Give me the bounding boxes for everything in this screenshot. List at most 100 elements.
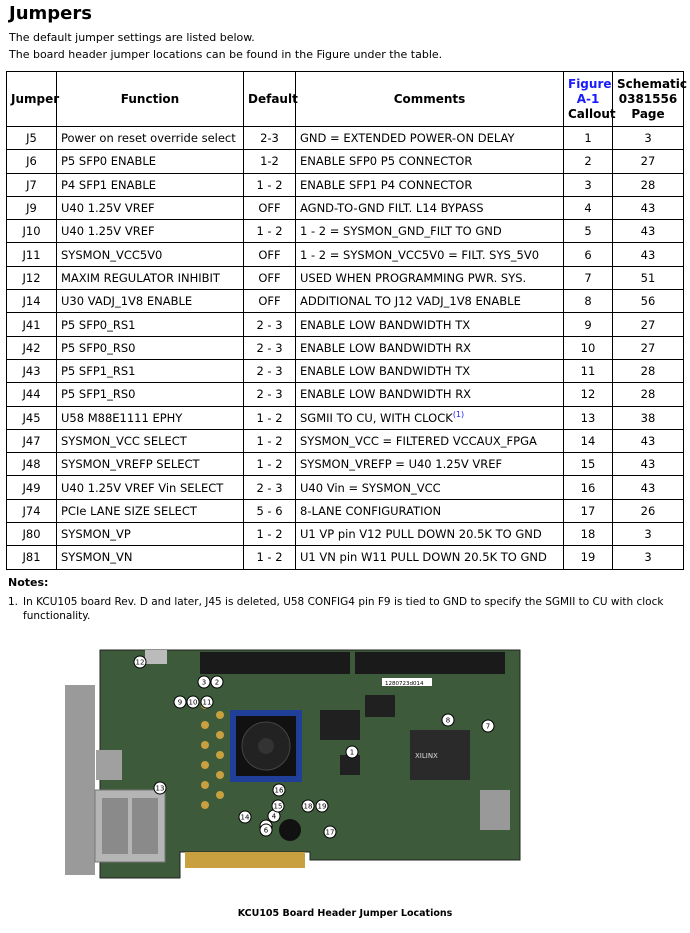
col-header-figure-callout[interactable]: Figure A-1 Callout [563, 71, 616, 127]
ethernet-jack [96, 750, 122, 780]
callout-number: 6 [264, 827, 269, 835]
cell-page: 3 [612, 125, 684, 151]
pcie-edge-connector [185, 852, 305, 868]
callout-marker [441, 713, 455, 727]
fmc-connector-1 [200, 652, 350, 674]
cell-callout: 13 [563, 405, 613, 430]
cell-default: OFF [243, 195, 296, 221]
cell-callout: 1 [563, 125, 613, 151]
figure-ref-line-1[interactable]: Figure [568, 76, 612, 91]
callout-marker [259, 823, 273, 837]
cell-page: 43 [612, 242, 684, 267]
table-header-row: Jumper Function Default Comments Figure … [6, 71, 688, 127]
col-header-comments: Comments [295, 71, 564, 127]
callout-marker [133, 655, 147, 669]
cell-callout: 14 [563, 428, 613, 454]
cell-default: OFF [243, 242, 296, 267]
callout-number: 10 [189, 699, 198, 707]
cell-callout: 10 [563, 335, 613, 360]
fan-hub [258, 738, 274, 754]
cell-function: P4 SFP1 ENABLE [56, 172, 244, 197]
note-item: 1. In KCU105 board Rev. D and later, J45… [8, 595, 684, 623]
callout-marker [323, 825, 337, 839]
cell-page: 28 [612, 172, 684, 197]
callout-number: 3 [202, 679, 206, 687]
cell-page: 27 [612, 149, 684, 174]
cell-function: U40 1.25V VREF [56, 219, 244, 244]
cell-comments: SGMII TO CU, WITH CLOCK(1) [295, 405, 564, 430]
jumper-table: Jumper Function Default Comments Figure … [6, 71, 688, 570]
cell-function: U40 1.25V VREF Vin SELECT [56, 475, 244, 500]
cell-comments: 1 - 2 = SYSMON_GND_FILT TO GND [295, 219, 564, 244]
cell-function: P5 SFP0_RS0 [56, 335, 244, 360]
cell-jumper: J43 [6, 358, 57, 384]
cell-default: 1-2 [243, 149, 296, 174]
cell-jumper: J12 [6, 265, 57, 291]
cell-jumper: J49 [6, 475, 57, 500]
note-number: 1. [8, 596, 19, 608]
cell-page: 51 [612, 265, 684, 291]
cell-callout: 11 [563, 358, 613, 384]
cell-page: 3 [612, 545, 684, 570]
callout-marker [272, 783, 286, 797]
col-header-default: Default [243, 71, 298, 127]
ic-chip [320, 710, 360, 740]
xilinx-logo: XILINX [415, 752, 438, 760]
callout-number: 4 [272, 813, 277, 821]
cell-function: SYSMON_VREFP SELECT [56, 452, 244, 477]
callout-marker [153, 781, 167, 795]
schematic-line-3: Page [631, 106, 665, 121]
fmc-connector-2 [355, 652, 505, 674]
callout-number: 8 [446, 717, 450, 725]
footnote-ref[interactable]: (1) [452, 410, 465, 420]
cell-page: 43 [612, 475, 684, 500]
cell-jumper: J7 [6, 172, 57, 197]
cell-page: 56 [612, 289, 684, 314]
callout-number: 7 [486, 723, 490, 731]
cell-jumper: J80 [6, 522, 57, 547]
cell-callout: 19 [563, 545, 613, 570]
intro-line-2: The board header jumper locations can be… [9, 48, 443, 61]
ic-chip [340, 755, 360, 775]
cell-default: 1 - 2 [243, 545, 296, 570]
cell-comments: U1 VN pin W11 PULL DOWN 20.5K TO GND [295, 545, 564, 570]
callout-number: 14 [241, 814, 250, 822]
cell-comments: U1 VP pin V12 PULL DOWN 20.5K TO GND [295, 522, 564, 547]
board-label [382, 678, 432, 686]
schematic-line-1: Schematic [617, 76, 688, 91]
cell-callout: 6 [563, 242, 613, 267]
cell-callout: 15 [563, 452, 613, 477]
callout-number: 18 [304, 803, 313, 811]
callout-number: 2 [215, 679, 219, 687]
cell-page: 3 [612, 522, 684, 547]
cell-comments: 1 - 2 = SYSMON_VCC5V0 = FILT. SYS_5V0 [295, 242, 564, 267]
callout-number: 1 [350, 749, 354, 757]
cell-comments: ENABLE SFP1 P4 CONNECTOR [295, 172, 564, 197]
cell-page: 27 [612, 335, 684, 360]
cell-callout: 12 [563, 382, 613, 407]
callout-marker [345, 745, 359, 759]
cell-default: 1 - 2 [243, 428, 296, 454]
cell-callout: 3 [563, 172, 613, 197]
board-image: XILINX 1280723d014 123456789101112131415… [65, 649, 521, 879]
cell-function: P5 SFP1_RS1 [56, 358, 244, 384]
ic-chip [410, 730, 470, 780]
cell-function: U30 VADJ_1V8 ENABLE [56, 289, 244, 314]
col-header-function: Function [56, 71, 244, 127]
cell-function: U40 1.25V VREF [56, 195, 244, 221]
cell-jumper: J6 [6, 149, 57, 174]
figure-ref-line-2[interactable]: A-1 [576, 91, 600, 106]
callout-marker [200, 695, 214, 709]
col-header-schematic-page: Schematic 0381556 Page [612, 71, 688, 127]
cell-function: P5 SFP1_RS0 [56, 382, 244, 407]
cell-comments: ENABLE LOW BANDWIDTH TX [295, 312, 564, 337]
cell-default: 2 - 3 [243, 312, 296, 337]
